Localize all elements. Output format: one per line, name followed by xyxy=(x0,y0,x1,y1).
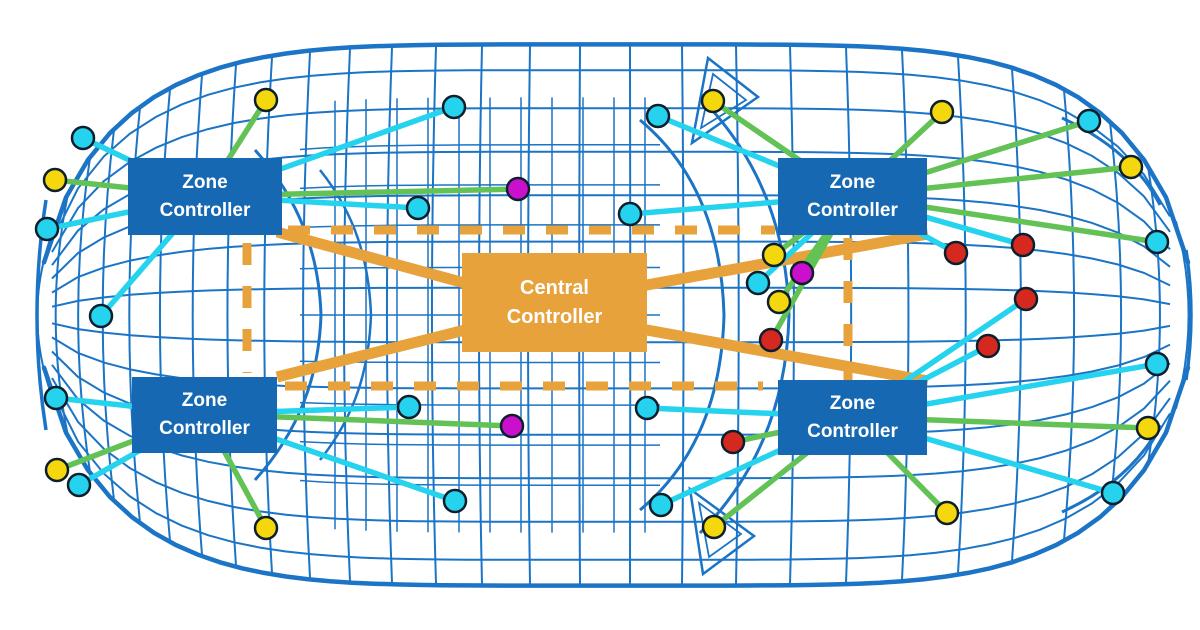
sensor-node-yellow xyxy=(42,167,68,193)
sensor-node-yellow xyxy=(1135,415,1161,441)
sensor-node-yellow xyxy=(253,515,279,541)
sensor-node-yellow xyxy=(934,500,960,526)
sensor-node-red xyxy=(1010,232,1036,258)
sensor-node-yellow xyxy=(701,514,727,540)
sensor-node-yellow xyxy=(929,99,955,125)
sensor-node-cyan xyxy=(1144,351,1170,377)
sensor-node-cyan xyxy=(745,270,771,296)
central-controller-box: Central Controller xyxy=(462,253,647,352)
sensor-node-yellow xyxy=(700,88,726,114)
sensor-node-cyan xyxy=(396,394,422,420)
sensor-node-cyan xyxy=(66,472,92,498)
zone-controller-label: Zone Controller xyxy=(159,171,251,221)
zone-controller-box-top-left: Zone Controller xyxy=(128,158,282,235)
central-controller-label: Central Controller xyxy=(506,276,603,328)
sensor-node-yellow xyxy=(44,457,70,483)
sensor-node-cyan xyxy=(441,94,467,120)
sensor-node-cyan xyxy=(34,216,60,242)
sensor-node-yellow xyxy=(761,242,787,268)
sensor-node-cyan xyxy=(88,303,114,329)
sensor-nodes xyxy=(34,87,1170,541)
sensor-node-magenta xyxy=(499,413,525,439)
backbone-solid-link xyxy=(607,317,929,387)
zone-controller-box-bottom-left: Zone Controller xyxy=(132,377,277,453)
zone-controller-label: Zone Controller xyxy=(807,392,898,442)
sensor-node-red xyxy=(943,240,969,266)
sensor-node-yellow xyxy=(253,87,279,113)
sensor-node-yellow xyxy=(766,289,792,315)
sensor-node-cyan xyxy=(1076,108,1102,134)
sensor-node-cyan xyxy=(645,103,671,129)
sensor-node-red xyxy=(758,327,784,353)
sensor-node-cyan xyxy=(1144,229,1170,255)
sensor-node-cyan xyxy=(1100,480,1126,506)
zone-controller-label: Zone Controller xyxy=(159,390,250,439)
sensor-node-red xyxy=(975,333,1001,359)
sensor-node-cyan xyxy=(442,488,468,514)
zone-controller-box-bottom-right: Zone Controller xyxy=(778,380,927,455)
sensor-node-cyan xyxy=(43,385,69,411)
sensor-node-magenta xyxy=(789,260,815,286)
zone-controller-label: Zone Controller xyxy=(807,171,898,221)
sensor-node-cyan xyxy=(634,395,660,421)
sensor-node-cyan xyxy=(405,195,431,221)
sensor-node-cyan xyxy=(648,492,674,518)
zone-controller-box-top-right: Zone Controller xyxy=(778,158,927,235)
sensor-node-magenta xyxy=(505,176,531,202)
sensor-node-red xyxy=(720,429,746,455)
sensor-node-yellow xyxy=(1118,154,1144,180)
sensor-node-red xyxy=(1013,286,1039,312)
sensor-node-cyan xyxy=(70,125,96,151)
sensor-node-cyan xyxy=(617,201,643,227)
